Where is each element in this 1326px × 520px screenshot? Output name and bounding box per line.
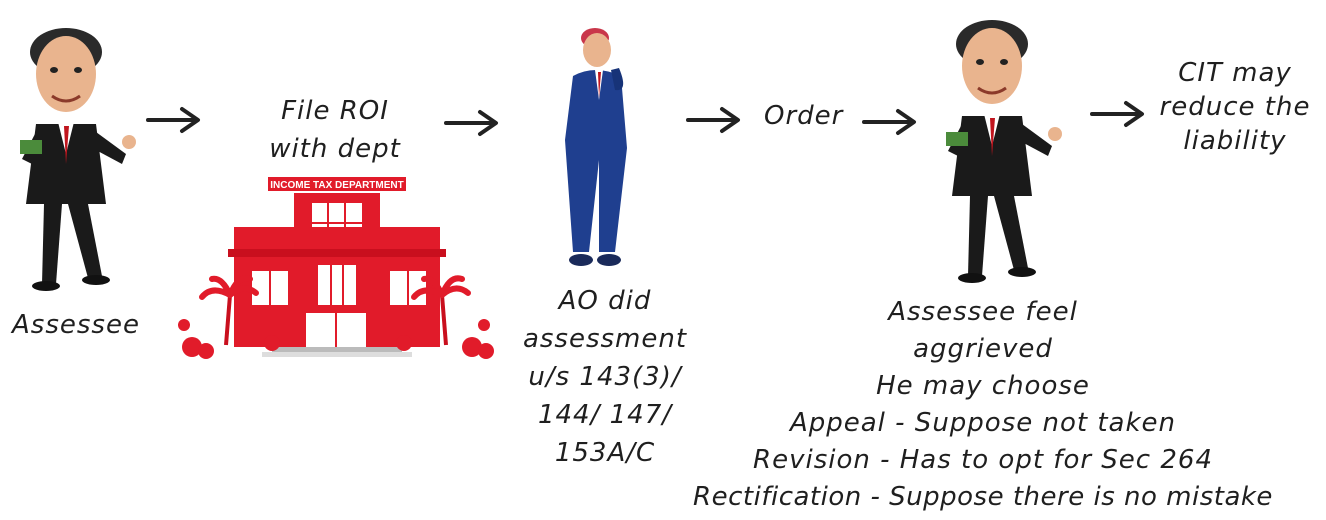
- arrow-icon: [862, 109, 916, 135]
- assessee-person-icon: [940, 6, 1070, 286]
- arrow-icon: [146, 107, 200, 133]
- building-icon: INCOME TAX DEPARTMENT: [172, 175, 497, 360]
- arrow-icon: [686, 107, 740, 133]
- building-sign-text: INCOME TAX DEPARTMENT: [270, 180, 404, 191]
- feel-line: Rectification - Suppose there is no mist…: [693, 482, 1273, 512]
- assessee-label: Assessee: [12, 310, 140, 340]
- cit-line: liability: [1183, 126, 1287, 156]
- order-label: Order: [764, 101, 844, 131]
- cit-label: CIT may reduce the liability: [1150, 56, 1320, 158]
- cit-line: CIT may: [1178, 58, 1292, 88]
- arrow-icon: [444, 110, 498, 136]
- ao-did-line: 144/ 147/: [537, 400, 673, 430]
- file-roi-line: with dept: [269, 134, 401, 164]
- ao-did-line: assessment: [522, 324, 688, 354]
- feel-line: Revision - Has to opt for Sec 264: [753, 445, 1213, 475]
- assessee-person-icon: [14, 14, 144, 294]
- ao-did-line: AO did: [558, 286, 652, 316]
- feel-line: Appeal - Suppose not taken: [789, 408, 1177, 438]
- cit-line: reduce the: [1159, 92, 1311, 122]
- ao-did-line: 153A/C: [554, 438, 656, 468]
- ao-did-label: AO did assessment u/s 143(3)/ 144/ 147/ …: [490, 282, 720, 472]
- feel-line: aggrieved: [913, 334, 1053, 364]
- assessee-feel-label: Assessee feel aggrieved He may choose Ap…: [640, 294, 1326, 516]
- officer-icon: [555, 20, 645, 272]
- arrow-icon: [1090, 101, 1144, 127]
- feel-line: He may choose: [876, 371, 1090, 401]
- file-roi-label: File ROI with dept: [230, 92, 440, 168]
- file-roi-line: File ROI: [281, 96, 389, 126]
- ao-did-line: u/s 143(3)/: [528, 362, 682, 392]
- feel-line: Assessee feel: [888, 297, 1078, 327]
